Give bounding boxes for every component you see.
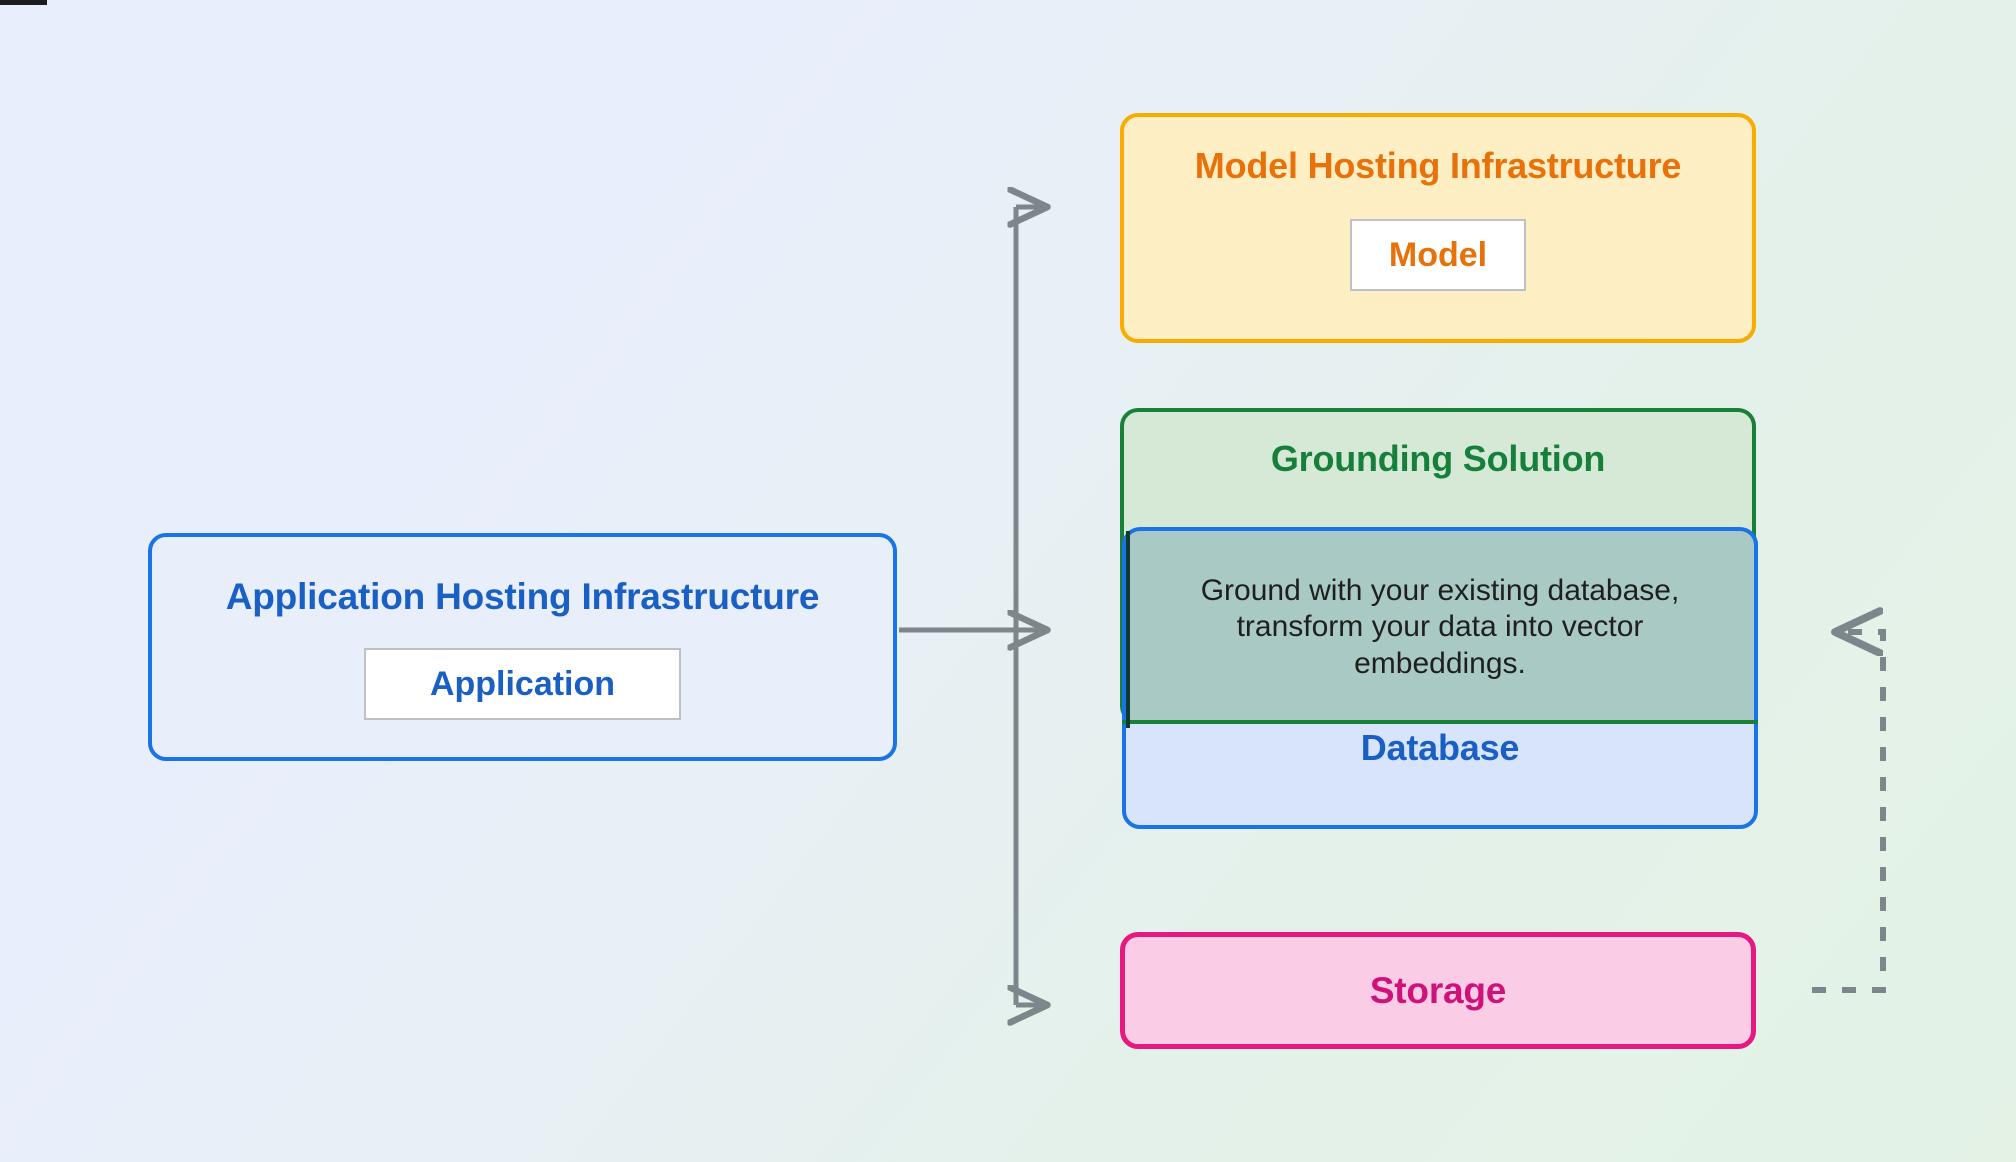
grounding-solution-title: Grounding Solution xyxy=(1270,438,1606,479)
node-storage[interactable]: Storage xyxy=(1120,932,1756,1049)
corner-artifact-mark xyxy=(0,0,47,5)
grounding-database-overlap-region: Ground with your existing database, tran… xyxy=(1122,527,1758,728)
connector-storage-to-database xyxy=(1812,632,1886,993)
storage-title: Storage xyxy=(1369,969,1507,1011)
application-hosting-infrastructure-title: Application Hosting Infrastructure xyxy=(225,576,820,617)
application-chip[interactable]: Application xyxy=(364,648,681,720)
model-hosting-infrastructure-title: Model Hosting Infrastructure xyxy=(1194,145,1682,186)
model-chip[interactable]: Model xyxy=(1350,219,1526,291)
database-title: Database xyxy=(1360,727,1520,768)
node-model-hosting-infrastructure[interactable]: Model Hosting Infrastructure Model xyxy=(1120,113,1756,343)
overlap-description-text: Ground with your existing database, tran… xyxy=(1200,573,1680,680)
node-application-hosting-infrastructure[interactable]: Application Hosting Infrastructure Appli… xyxy=(148,533,897,761)
overlap-left-edge xyxy=(1126,531,1130,728)
